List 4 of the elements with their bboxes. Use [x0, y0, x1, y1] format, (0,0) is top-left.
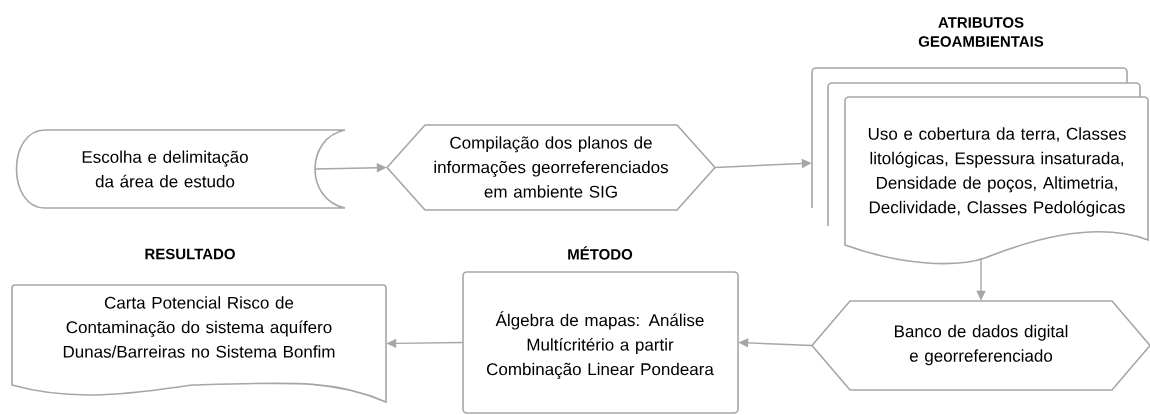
data-storage-shape: Escolha e delimitação da área de estudo — [15, 129, 346, 209]
node-label: RESULTADO — [145, 248, 235, 260]
node-label: MÉTODO — [568, 246, 633, 260]
process-box: MÉTODO Álgebra de mapas: Análise Multícritério a partir Combinação Linear Pondeara — [462, 246, 739, 414]
